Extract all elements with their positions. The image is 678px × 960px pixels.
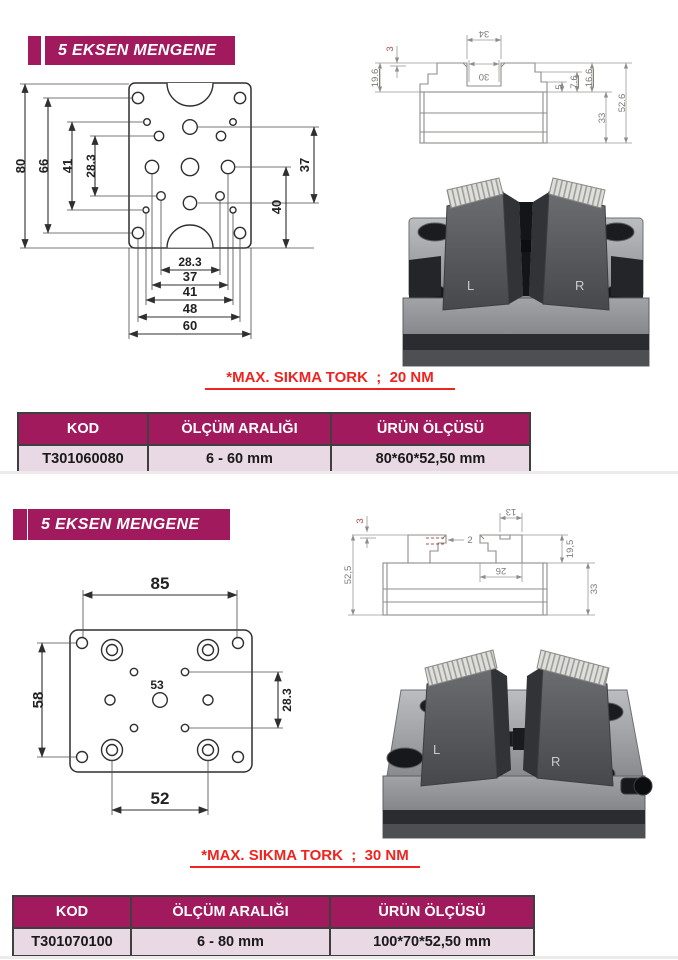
side-block — [409, 256, 441, 300]
base-band — [383, 810, 645, 824]
base-lower — [403, 350, 649, 366]
clamping-range: 6 - 60 mm — [147, 444, 330, 472]
dim-85: 85 — [151, 574, 170, 593]
badge-accent-bar — [28, 36, 41, 65]
dim-2: 2 — [467, 535, 472, 546]
jaw-letter-right: R — [575, 278, 584, 293]
clamping-range: 6 - 80 mm — [130, 927, 329, 955]
dim-3-red: 3 — [355, 518, 366, 523]
dim-52-5: 52,5 — [343, 566, 354, 585]
spec-table: KOD ÖLÇÜM ARALIĞI ÜRÜN ÖLÇÜSÜ T301060080… — [17, 412, 531, 474]
screw-nut — [513, 728, 527, 750]
dim-30: 30 — [479, 71, 490, 82]
dim-34: 34 — [479, 28, 490, 39]
jaw-letter-left: L — [467, 278, 474, 293]
divider — [0, 956, 678, 959]
col-header-size: ÜRÜN ÖLÇÜSÜ — [330, 414, 529, 444]
topview-drawing: 53 85 58 52 28.3 — [30, 574, 294, 815]
dim-41-bottom: 41 — [183, 284, 197, 299]
base-lower — [383, 824, 645, 838]
base-band — [403, 334, 649, 350]
section-title-badge: 5 EKSEN MENGENE — [28, 509, 230, 540]
torque-note: *MAX. SIKMA TORK ; 20 NM — [205, 369, 455, 390]
col-header-kod: KOD — [19, 414, 147, 444]
dim-3-red: 3 — [385, 46, 396, 51]
section-title-badge: 5 EKSEN MENGENE — [45, 36, 235, 65]
dim-13: 13 — [506, 506, 517, 517]
spec-table: KOD ÖLÇÜM ARALIĞI ÜRÜN ÖLÇÜSÜ T301070100… — [12, 895, 535, 957]
dim-28-3-left: 28.3 — [84, 154, 98, 178]
col-header-range: ÖLÇÜM ARALIĞI — [147, 414, 330, 444]
jaw-letter-left: L — [433, 742, 440, 757]
top-notch — [166, 82, 214, 107]
torque-note: *MAX. SIKMA TORK ; 30 NM — [190, 847, 420, 868]
dim-28-3: 28.3 — [280, 688, 294, 712]
dim-33: 33 — [589, 584, 600, 595]
dim-66: 66 — [36, 159, 51, 173]
dim-48: 48 — [183, 301, 197, 316]
dim-7-6: 7.6 — [569, 75, 580, 88]
topview-drawing: 80 66 41 28.3 37 40 28.3 37 41 48 60 — [14, 82, 319, 339]
product-photo: L R — [402, 177, 650, 367]
badge-accent-bar — [13, 509, 27, 540]
clamp-hole — [386, 747, 424, 769]
dim-19-5: 19,5 — [565, 540, 576, 559]
product-code: T301060080 — [19, 444, 147, 472]
col-header-size: ÜRÜN ÖLÇÜSÜ — [329, 897, 533, 927]
section-title: 5 EKSEN MENGENE — [58, 41, 217, 59]
dim-52: 52 — [151, 789, 170, 808]
section-1: 5 EKSEN MENGENE 80 66 — [0, 0, 678, 478]
dim-28-3-bottom: 28.3 — [178, 255, 202, 269]
dim-53: 53 — [150, 678, 164, 692]
dim-16-6: 16.6 — [584, 69, 595, 88]
sideview-drawing: 34 30 3 19.6 5 7.6 16.6 33 52.6 — [370, 28, 632, 144]
dim-26: 26 — [496, 565, 507, 576]
product-photo: L R — [382, 649, 653, 839]
dim-41-left: 41 — [60, 159, 75, 173]
dim-19-6: 19.6 — [370, 69, 381, 88]
dim-33: 33 — [597, 113, 608, 124]
col-header-range: ÖLÇÜM ARALIĞI — [130, 897, 329, 927]
dim-37-right: 37 — [297, 158, 312, 172]
dim-80: 80 — [14, 159, 28, 173]
dim-60: 60 — [183, 318, 197, 333]
section-2: 5 EKSEN MENGENE 53 85 58 52 — [0, 478, 678, 960]
bottom-notch — [166, 224, 214, 249]
dim-37-bottom: 37 — [183, 269, 197, 284]
jaw-letter-right: R — [551, 754, 560, 769]
dim-52-6: 52.6 — [617, 94, 628, 113]
product-size: 80*60*52,50 mm — [330, 444, 529, 472]
sideview-drawing: 3 52,5 2 13 19,5 26 33 — [343, 506, 600, 616]
divider — [0, 471, 678, 474]
section-title: 5 EKSEN MENGENE — [41, 515, 200, 533]
product-code: T301070100 — [14, 927, 130, 955]
dim-5: 5 — [554, 84, 565, 89]
dim-40: 40 — [269, 200, 284, 214]
col-header-kod: KOD — [14, 897, 130, 927]
side-block — [611, 256, 643, 300]
product-size: 100*70*52,50 mm — [329, 927, 533, 955]
dim-58: 58 — [30, 692, 47, 709]
